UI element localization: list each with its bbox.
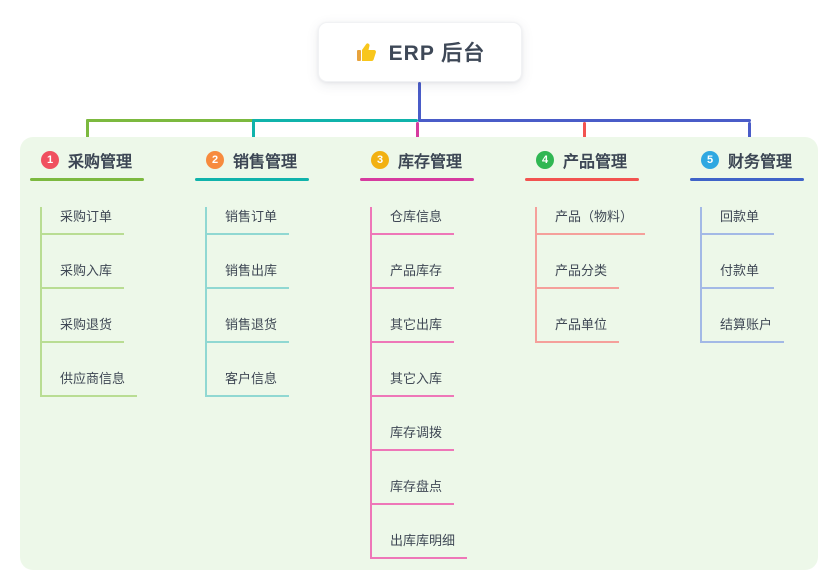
mindmap-item[interactable]: 仓库信息 xyxy=(372,207,455,235)
mindmap-item[interactable]: 供应商信息 xyxy=(42,369,138,397)
mindmap-item[interactable]: 采购订单 xyxy=(42,207,125,235)
branch-label: 销售管理 xyxy=(233,154,298,171)
branch-underline xyxy=(690,178,804,181)
branch-inventory-management: 3 库存管理 仓库信息 产品库存 其它出库 其它入库 库存调拨 库存盘点 出库库… xyxy=(360,149,474,559)
mindmap-item[interactable]: 销售出库 xyxy=(207,261,290,289)
branch-header-product[interactable]: 4 产品管理 xyxy=(525,149,645,171)
branch-underline xyxy=(360,178,474,181)
root-stem-line xyxy=(418,82,421,122)
mindmap-item[interactable]: 产品单位 xyxy=(537,315,620,343)
branch-items: 仓库信息 产品库存 其它出库 其它入库 库存调拨 库存盘点 出库库明细 xyxy=(370,207,474,559)
mindmap-item[interactable]: 结算账户 xyxy=(702,315,785,343)
mindmap-item[interactable]: 客户信息 xyxy=(207,369,290,397)
branch-badge-2: 2 xyxy=(206,151,224,169)
branch-header-finance[interactable]: 5 财务管理 xyxy=(690,149,804,171)
branch-header-purchase[interactable]: 1 采购管理 xyxy=(30,149,144,171)
mindmap-item[interactable]: 产品分类 xyxy=(537,261,620,289)
branch-label: 财务管理 xyxy=(728,154,793,171)
mindmap-item[interactable]: 回款单 xyxy=(702,207,774,235)
branch-purchase-management: 1 采购管理 采购订单 采购入库 采购退货 供应商信息 xyxy=(30,149,144,397)
mindmap-item[interactable]: 其它出库 xyxy=(372,315,455,343)
mindmap-item[interactable]: 销售订单 xyxy=(207,207,290,235)
mindmap-item[interactable]: 采购入库 xyxy=(42,261,125,289)
branch-drop-line-2 xyxy=(252,119,255,148)
branch-underline xyxy=(525,178,639,181)
mindmap-item[interactable]: 产品（物料） xyxy=(537,207,646,235)
branch-badge-5: 5 xyxy=(701,151,719,169)
branch-drop-line-5 xyxy=(748,122,751,150)
branch-items: 产品（物料） 产品分类 产品单位 xyxy=(535,207,646,343)
mindmap-item[interactable]: 销售退货 xyxy=(207,315,290,343)
branch-label: 库存管理 xyxy=(398,154,463,171)
root-label: ERP 后台 xyxy=(388,42,486,65)
branch-header-inventory[interactable]: 3 库存管理 xyxy=(360,149,474,171)
bus-line-left xyxy=(86,119,254,122)
branch-label: 采购管理 xyxy=(68,154,133,171)
mindmap-item[interactable]: 产品库存 xyxy=(372,261,455,289)
branch-drop-line-1 xyxy=(86,119,89,148)
branch-items: 销售订单 销售出库 销售退货 客户信息 xyxy=(205,207,309,397)
branch-badge-4: 4 xyxy=(536,151,554,169)
branch-finance-management: 5 财务管理 回款单 付款单 结算账户 xyxy=(690,149,804,343)
branch-underline xyxy=(30,178,144,181)
mindmap-item[interactable]: 采购退货 xyxy=(42,315,125,343)
mindmap-item[interactable]: 库存盘点 xyxy=(372,477,455,505)
mindmap-item[interactable]: 付款单 xyxy=(702,261,774,289)
mindmap-item[interactable]: 库存调拨 xyxy=(372,423,455,451)
bus-line-mid xyxy=(252,119,418,122)
branch-label: 产品管理 xyxy=(563,154,628,171)
root-node-erp[interactable]: ERP 后台 xyxy=(318,22,522,82)
bus-line-right xyxy=(418,119,751,122)
branch-underline xyxy=(195,178,309,181)
thumbs-up-icon xyxy=(356,43,376,61)
branch-items: 回款单 付款单 结算账户 xyxy=(700,207,804,343)
branch-sales-management: 2 销售管理 销售订单 销售出库 销售退货 客户信息 xyxy=(195,149,309,397)
branch-header-sales[interactable]: 2 销售管理 xyxy=(195,149,309,171)
branch-items: 采购订单 采购入库 采购退货 供应商信息 xyxy=(40,207,144,397)
branch-product-management: 4 产品管理 产品（物料） 产品分类 产品单位 xyxy=(525,149,646,343)
branch-badge-3: 3 xyxy=(371,151,389,169)
mindmap-panel xyxy=(20,137,818,570)
branch-drop-line-4 xyxy=(583,122,586,150)
mindmap-item[interactable]: 其它入库 xyxy=(372,369,455,397)
mindmap-item[interactable]: 出库库明细 xyxy=(372,531,468,559)
branch-badge-1: 1 xyxy=(41,151,59,169)
